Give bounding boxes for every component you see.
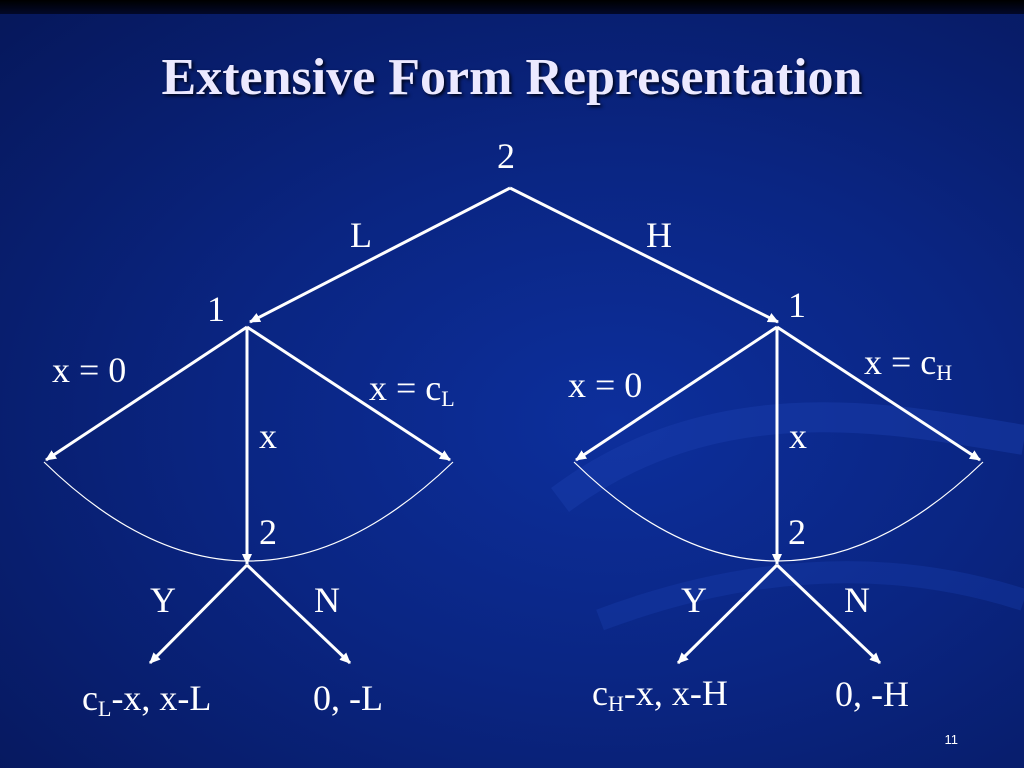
edge-right-xch — [776, 325, 981, 462]
left-move-xcl: x = cL — [369, 368, 455, 411]
right-payoff-no: 0, -H — [835, 674, 909, 714]
right-player-label: 1 — [788, 285, 806, 325]
right-move-xch: x = cH — [864, 342, 953, 385]
right-payoff-yes: cH-x, x-H — [592, 673, 728, 716]
info-set-right — [573, 461, 984, 562]
left-player-label: 1 — [207, 289, 225, 329]
right-response-n: N — [844, 580, 870, 620]
left-move-x0: x = 0 — [52, 350, 127, 390]
left-payoff-yes: cL-x, x-L — [82, 678, 212, 721]
edge-left-xcl — [246, 325, 451, 462]
edge-left-yes — [148, 563, 249, 665]
edge-right-no — [775, 563, 882, 665]
right-move-x0: x = 0 — [568, 365, 643, 405]
left-move-x: x — [259, 416, 277, 456]
move-label-h: H — [646, 215, 672, 255]
edge-root-right — [509, 186, 779, 324]
move-label-l: L — [350, 215, 372, 255]
edge-left-no — [245, 563, 352, 665]
right-responder-label: 2 — [788, 512, 806, 552]
info-set-left — [43, 461, 454, 562]
left-response-y: Y — [150, 580, 176, 620]
edge-right-x0 — [575, 325, 778, 462]
left-response-n: N — [314, 580, 340, 620]
top-band — [0, 0, 1024, 14]
right-move-x: x — [789, 416, 807, 456]
slide-number: 11 — [944, 732, 959, 747]
right-response-y: Y — [681, 580, 707, 620]
left-responder-label: 2 — [259, 512, 277, 552]
slide-title: Extensive Form Representation — [161, 49, 863, 106]
edge-root-left — [249, 186, 511, 324]
edge-right-yes — [676, 563, 779, 665]
left-payoff-no: 0, -L — [313, 678, 383, 718]
edge-left-x0 — [45, 325, 248, 462]
root-player-label: 2 — [497, 136, 515, 176]
